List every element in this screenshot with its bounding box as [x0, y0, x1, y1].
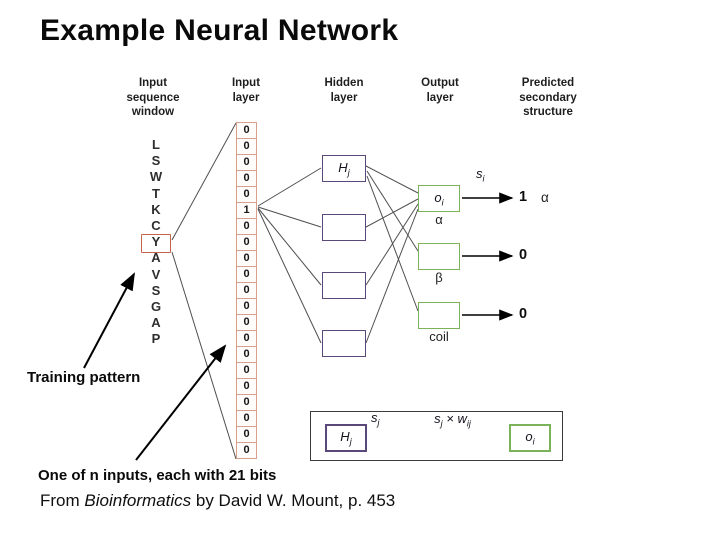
signal-legend-box: Hj sj sj × wij oi	[310, 410, 563, 461]
input-bit: 0	[236, 426, 257, 443]
signal-label-si: si	[476, 166, 485, 184]
legend-output-label: oi	[525, 429, 535, 447]
input-bit: 0	[236, 218, 257, 235]
source-book-title: Bioinformatics	[84, 491, 192, 510]
hidden-unit-label: Hj	[338, 159, 350, 178]
page-title: Example Neural Network	[40, 14, 399, 47]
highlighted-residue-box	[141, 234, 171, 253]
sequence-letter: A	[151, 250, 161, 266]
sequence-letter: S	[151, 153, 161, 169]
sequence-letter: A	[151, 315, 161, 331]
input-bit: 0	[236, 410, 257, 427]
input-bit: 0	[236, 250, 257, 267]
hidden-unit-1: Hj	[322, 155, 366, 182]
sequence-letter: G	[150, 298, 162, 314]
header-output-layer: Output layer	[421, 77, 459, 104]
output-unit-label: oi	[434, 189, 444, 208]
hidden-unit-3	[322, 272, 366, 299]
header-predicted-structure: Predicted secondary structure	[519, 77, 577, 118]
predicted-value-3: 0	[519, 306, 528, 322]
header-input-layer: Input layer	[231, 77, 261, 104]
legend-hidden-label: Hj	[340, 429, 352, 447]
input-bit: 0	[236, 266, 257, 283]
sequence-letter: W	[149, 169, 163, 185]
input-bit: 0	[236, 122, 257, 139]
legend-output-unit: oi	[509, 424, 551, 452]
input-bit: 0	[236, 330, 257, 347]
output-unit-coil	[418, 302, 460, 329]
predicted-value-1: 1	[519, 189, 528, 205]
input-bit: 0	[236, 298, 257, 315]
sequence-letter-highlighted: Y	[151, 234, 161, 250]
hidden-unit-2	[322, 214, 366, 241]
input-bit: 0	[236, 346, 257, 363]
source-citation: From Bioinformatics by David W. Mount, p…	[40, 491, 396, 510]
sequence-letter: C	[151, 217, 161, 233]
input-bit: 0	[236, 170, 257, 187]
input-bit-active: 1	[236, 202, 257, 219]
sequence-letter: V	[151, 266, 161, 282]
input-bit: 0	[236, 234, 257, 251]
hidden-unit-4	[322, 330, 366, 357]
class-label-beta: β	[435, 270, 443, 285]
legend-weight-formula: sj × wij	[434, 411, 471, 429]
input-bit: 0	[236, 282, 257, 299]
header-input-sequence-window: Input sequence window	[126, 77, 180, 118]
output-unit-alpha: oi	[418, 185, 460, 212]
input-bit: 0	[236, 378, 257, 395]
training-pattern-label: Training pattern	[27, 369, 141, 386]
input-bit: 0	[236, 442, 257, 459]
inputs-note-label: One of n inputs, each with 21 bits	[38, 467, 277, 484]
input-bit: 0	[236, 154, 257, 171]
sequence-letter: P	[151, 331, 161, 347]
class-label-alpha: α	[435, 212, 443, 227]
sequence-letter: T	[152, 185, 160, 201]
sequence-letter: S	[151, 282, 161, 298]
header-hidden-layer: Hidden layer	[324, 77, 364, 104]
input-bit: 0	[236, 186, 257, 203]
predicted-value-2: 0	[519, 247, 528, 263]
legend-signal-label: sj	[371, 410, 380, 428]
predicted-class-alpha: α	[541, 190, 549, 205]
output-unit-beta	[418, 243, 460, 270]
input-bit: 0	[236, 394, 257, 411]
sequence-window: L S W T K C Y A V S G A P	[136, 137, 176, 347]
input-bit: 0	[236, 362, 257, 379]
legend-hidden-unit: Hj	[325, 424, 367, 452]
sequence-letter: L	[152, 137, 160, 152]
input-bit: 0	[236, 138, 257, 155]
input-layer-column: 0 0 0 0 0 1 0 0 0 0 0 0 0 0 0 0 0 0 0 0 …	[236, 122, 257, 459]
class-label-coil: coil	[429, 329, 449, 344]
sequence-letter: K	[151, 201, 161, 217]
input-bit: 0	[236, 314, 257, 331]
